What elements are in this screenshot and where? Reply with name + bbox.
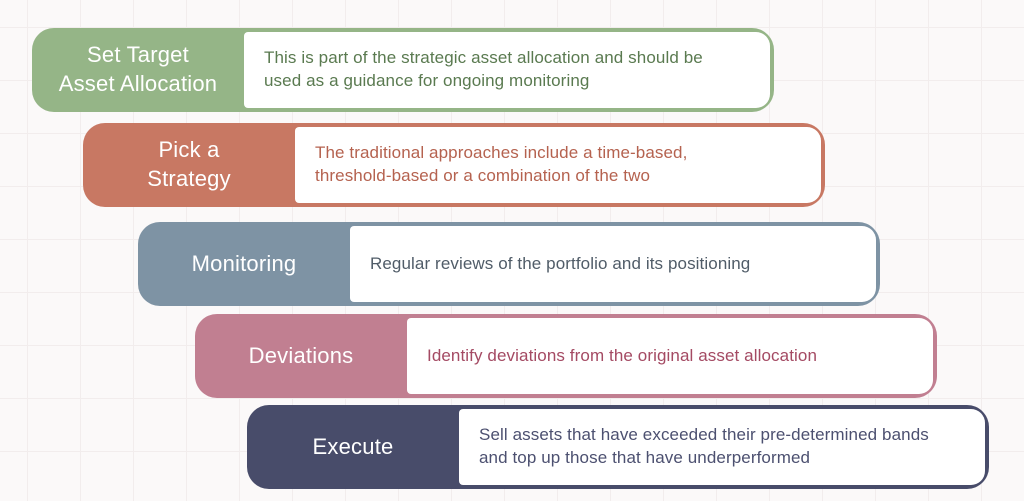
step-description: Identify deviations from the original as… <box>427 345 817 365</box>
step-description-box: Identify deviations from the original as… <box>407 318 933 394</box>
process-step: Execute Sell assets that have exceeded t… <box>247 405 989 489</box>
step-description-box: Regular reviews of the portfolio and its… <box>350 226 876 302</box>
step-description: This is part of the strategic asset allo… <box>264 48 703 90</box>
step-label: Execute <box>312 433 394 459</box>
step-description-box: Sell assets that have exceeded their pre… <box>459 409 985 485</box>
step-label: Deviations <box>248 342 354 368</box>
step-description-box: The traditional approaches include a tim… <box>295 127 821 203</box>
step-description: Sell assets that have exceeded their pre… <box>479 425 929 467</box>
process-step: Deviations Identify deviations from the … <box>195 314 937 398</box>
step-label: Set Target Asset Allocation <box>58 42 218 96</box>
step-description: Regular reviews of the portfolio and its… <box>370 253 751 273</box>
process-step: Monitoring Regular reviews of the portfo… <box>138 222 880 306</box>
step-description-box: This is part of the strategic asset allo… <box>244 32 770 108</box>
step-label: Pick a Strategy <box>147 137 231 191</box>
process-step: Set Target Asset Allocation This is part… <box>32 28 774 112</box>
step-label: Monitoring <box>191 250 297 276</box>
process-step: Pick a Strategy The traditional approach… <box>83 123 825 207</box>
step-description: The traditional approaches include a tim… <box>315 143 688 185</box>
